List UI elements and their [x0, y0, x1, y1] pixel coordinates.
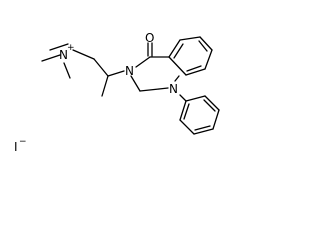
bond-c3-c2: [139, 88, 160, 92]
benzo-bond-5: [185, 68, 206, 76]
ring-nitrogen-1-label: N: [169, 82, 178, 96]
benzo-bond-2: [179, 36, 201, 41]
benzo-double-2: [198, 40, 208, 52]
phenyl-double-2: [194, 125, 211, 131]
bond-n4-c5: [135, 56, 151, 68]
iodide-charge-label: −: [19, 137, 27, 147]
phenyl-bond-4: [193, 128, 214, 135]
benzo-bond-1: [168, 39, 181, 58]
iodide-counterion: I −: [14, 137, 27, 154]
fused-benzene-ring: [168, 36, 213, 76]
phenyl-bond-1: [185, 95, 206, 102]
benzo-bond-6: [168, 56, 187, 76]
benzo-bond-3: [199, 36, 213, 51]
bond-methyl-top: [49, 43, 69, 51]
phenyl-bond-2: [204, 95, 220, 111]
trimethylammonium-group: [41, 43, 95, 79]
phenyl-ring: [179, 94, 220, 135]
propyl-linker: [93, 58, 125, 97]
bond-methyl-bottom: [63, 62, 71, 79]
bond-n1-c9a: [174, 75, 180, 82]
molecule-structure: N + O N N I −: [14, 31, 220, 154]
iodide-label: I: [14, 140, 18, 154]
ring-nitrogen-4-label: N: [125, 64, 134, 78]
benzo-double-1: [173, 43, 184, 59]
bond-ch2-ch: [93, 58, 109, 77]
benzo-bond-4: [204, 49, 213, 70]
bond-c2-n1: [158, 87, 169, 90]
diazepinone-ring: [130, 42, 180, 92]
bond-ch-n4: [107, 70, 125, 77]
atom-labels: N + O N N: [59, 31, 178, 96]
phenyl-bond-3: [212, 109, 220, 130]
benzo-double-3: [186, 65, 202, 72]
bond-n4-c3: [130, 75, 141, 92]
carbonyl-oxygen-label: O: [145, 31, 154, 45]
phenyl-bond-5: [179, 119, 195, 135]
phenyl-bond-6: [179, 100, 187, 121]
ammonium-nitrogen-label: N: [59, 48, 68, 62]
bond-methyl-left: [41, 54, 61, 62]
phenyl-double-1: [203, 99, 216, 112]
bond-n-ch2: [72, 49, 95, 60]
ammonium-charge-label: +: [67, 43, 75, 53]
phenyl-double-3: [183, 103, 190, 120]
bond-ch-methyl: [101, 75, 109, 97]
bond-n1-phenyl: [179, 94, 187, 102]
